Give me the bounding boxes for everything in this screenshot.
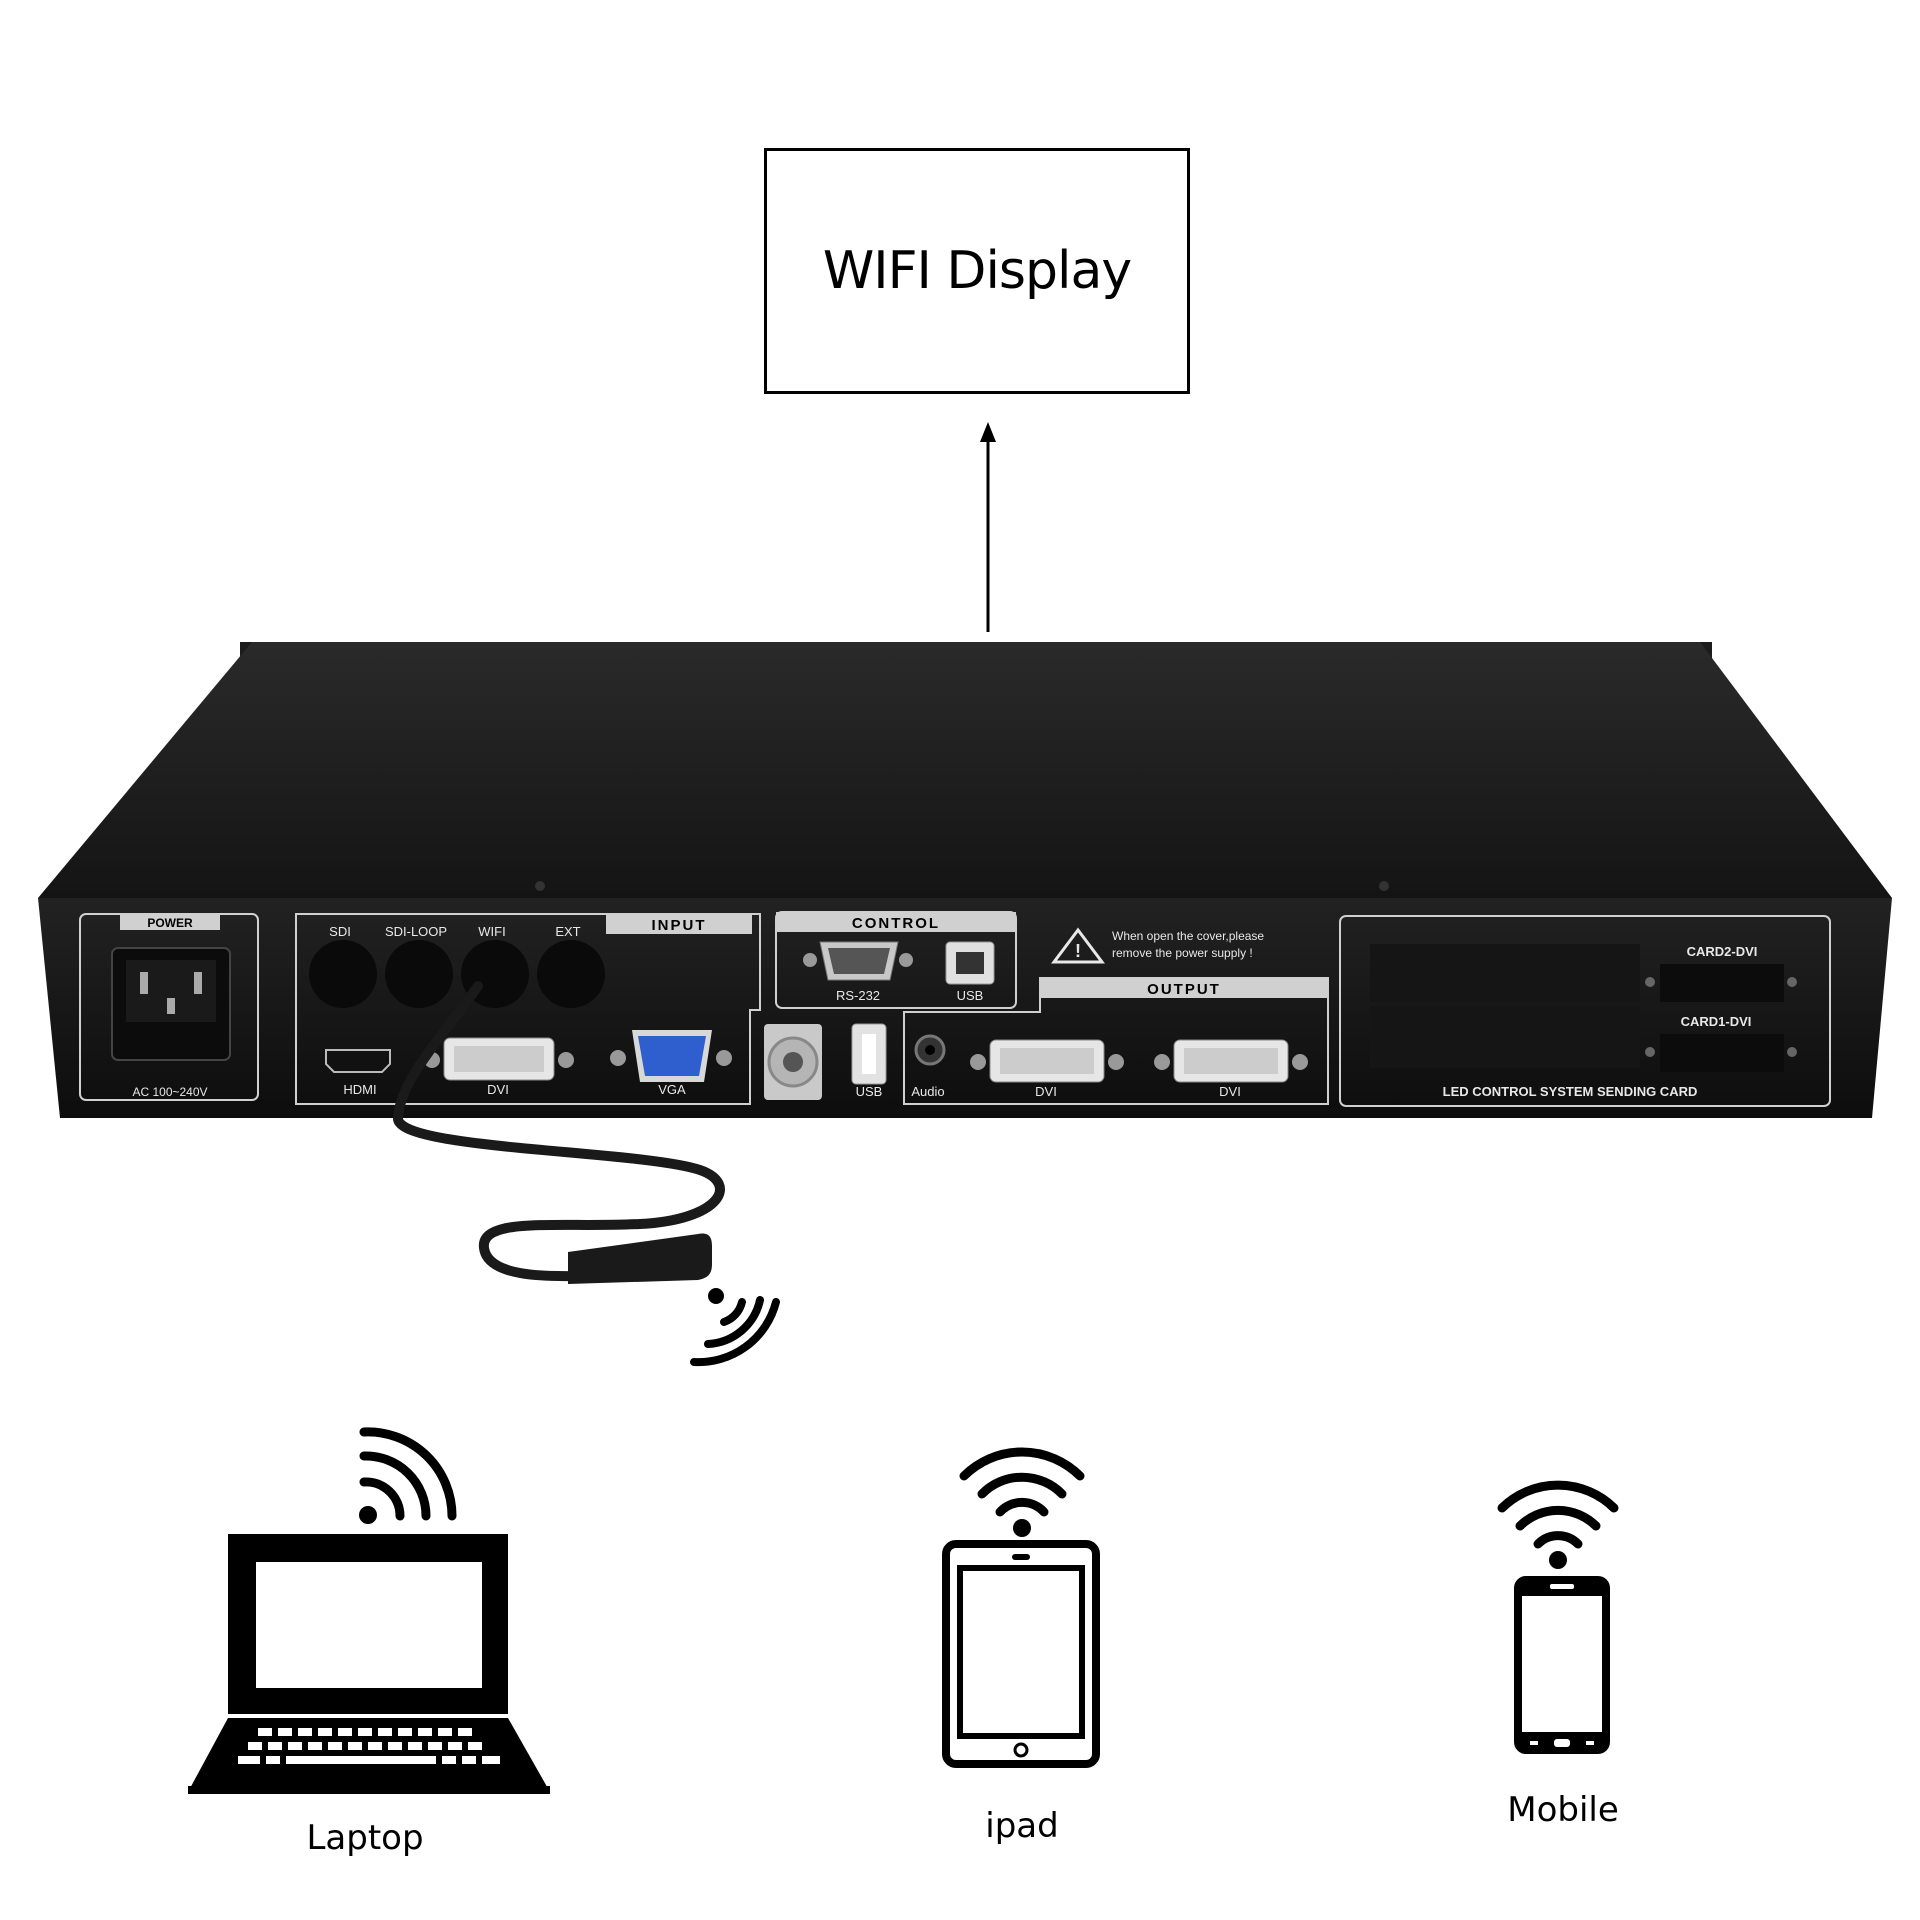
- bnc-label-sdi-loop: SDI-LOOP: [385, 924, 447, 939]
- output-section: OUTPUT Audio DVI DVI: [903, 977, 1329, 1105]
- control-section: CONTROL RS-232 USB: [775, 911, 1017, 1009]
- ipad-icon: [942, 1447, 1100, 1768]
- sending-card-section: CARD2-DVI CARD1-DVI LED CONTROL SYSTEM S…: [1339, 915, 1831, 1107]
- dvi-output-port-2: [1154, 1039, 1308, 1083]
- wifi-display-box: WIFI Display: [764, 148, 1190, 394]
- warning-line-1: When open the cover,please: [1112, 929, 1264, 943]
- arrow-up: [980, 422, 996, 632]
- card1-label: CARD1-DVI: [1681, 1014, 1752, 1029]
- vga-label: VGA: [658, 1082, 686, 1097]
- warning-notice: ! When open the cover,please remove the …: [1051, 927, 1264, 964]
- ipad-label: ipad: [985, 1806, 1059, 1846]
- dvi-input-port: [424, 1037, 574, 1081]
- device-top: [38, 642, 1892, 898]
- wifi-dongle: [393, 981, 780, 1367]
- bnc-label-sdi: SDI: [329, 924, 351, 939]
- hdmi-port: [325, 1049, 391, 1073]
- input-section: INPUT SDI SDI-LOOP WIFI EXT HDMI: [295, 913, 887, 1105]
- output-title: OUTPUT: [1147, 981, 1221, 998]
- hdmi-label: HDMI: [343, 1082, 376, 1097]
- power-title: POWER: [147, 916, 193, 930]
- bnc-label-wifi: WIFI: [478, 924, 505, 939]
- dvi-input-label: DVI: [487, 1082, 509, 1097]
- wifi-display-title: WIFI Display: [822, 241, 1132, 301]
- bnc-plug-sdi-loop: [385, 940, 453, 1008]
- bnc-connector: [764, 1024, 822, 1100]
- dvi-output-port-1: [970, 1039, 1124, 1083]
- warning-icon: [1051, 927, 1105, 964]
- usb-input-label: USB: [856, 1084, 883, 1099]
- dongle-signal-icon: [690, 1288, 780, 1367]
- mobile-icon: [1497, 1480, 1619, 1754]
- card2-label: CARD2-DVI: [1687, 944, 1758, 959]
- card-footer-label: LED CONTROL SYSTEM SENDING CARD: [1443, 1084, 1698, 1099]
- wifi-dongle-body: [568, 1233, 712, 1284]
- vga-port: [610, 1030, 732, 1082]
- led-sending-box: POWER AC 100~240V INPUT SDI SDI-LOOP WIF…: [38, 642, 1892, 1118]
- mobile-label: Mobile: [1507, 1790, 1619, 1830]
- bnc-plug-sdi: [309, 940, 377, 1008]
- power-section: POWER AC 100~240V: [79, 913, 259, 1101]
- control-title: CONTROL: [852, 915, 940, 932]
- warning-line-2: remove the power supply !: [1112, 946, 1253, 960]
- laptop-label: Laptop: [306, 1818, 424, 1858]
- rs232-label: RS-232: [836, 988, 880, 1003]
- bnc-label-ext: EXT: [555, 924, 580, 939]
- svg-text:!: !: [1075, 941, 1081, 961]
- rs232-port: [803, 941, 913, 981]
- input-title: INPUT: [652, 917, 707, 934]
- control-usb-label: USB: [957, 988, 984, 1003]
- dvi-output-label-1: DVI: [1035, 1084, 1057, 1099]
- audio-label: Audio: [911, 1084, 944, 1099]
- dvi-output-label-2: DVI: [1219, 1084, 1241, 1099]
- laptop-icon: [188, 1427, 550, 1794]
- bnc-plug-ext: [537, 940, 605, 1008]
- power-rating: AC 100~240V: [132, 1085, 207, 1099]
